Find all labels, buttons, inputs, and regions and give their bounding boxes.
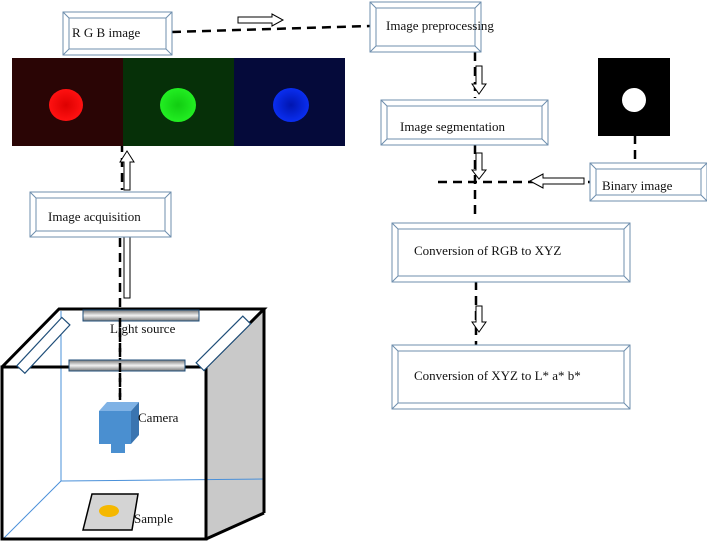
xyz-to-lab-label: Conversion of XYZ to L* a* b* bbox=[414, 368, 581, 383]
camera-icon bbox=[99, 402, 139, 453]
light-source-label: Light source bbox=[110, 321, 176, 336]
arrow-right-icon bbox=[237, 13, 285, 27]
binary-image-label: Binary image bbox=[602, 178, 673, 193]
arrow-up-icon bbox=[119, 150, 135, 191]
image-preprocessing-label: Image preprocessing bbox=[386, 18, 494, 33]
rgb-channel-images bbox=[12, 58, 345, 146]
process-boxes bbox=[29, 1, 707, 410]
light-bar-left bbox=[15, 316, 71, 375]
sample-label: Sample bbox=[134, 511, 173, 526]
camera-label: Camera bbox=[138, 410, 179, 425]
green-sample-spot bbox=[160, 88, 196, 122]
arrow-down-icon bbox=[471, 305, 487, 333]
chamber-side-wall bbox=[206, 309, 264, 540]
box-rgb-image bbox=[62, 11, 173, 56]
imaging-chamber bbox=[0, 307, 268, 541]
light-bar-back bbox=[82, 309, 200, 322]
box-image-segmentation bbox=[380, 99, 549, 146]
arrow-down-icon bbox=[471, 65, 487, 95]
image-segmentation-label: Image segmentation bbox=[400, 119, 506, 134]
box-rgb-to-xyz bbox=[391, 222, 631, 283]
image-acquisition-label: Image acquisition bbox=[48, 209, 141, 224]
box-image-acquisition bbox=[29, 191, 172, 238]
sample-dot bbox=[99, 505, 119, 517]
arrow-left-icon bbox=[528, 173, 585, 189]
blue-sample-spot bbox=[273, 88, 309, 122]
box-image-preprocessing bbox=[369, 1, 482, 53]
arrow-down-icon bbox=[470, 152, 488, 180]
light-bar-right bbox=[195, 315, 252, 372]
box-binary-image bbox=[589, 162, 707, 202]
light-bar-front bbox=[68, 359, 186, 372]
binary-sample-spot bbox=[622, 88, 646, 112]
arrows bbox=[119, 13, 585, 333]
box-xyz-to-lab bbox=[391, 344, 631, 410]
rgb-image-label: R G B image bbox=[72, 25, 141, 40]
red-sample-spot bbox=[49, 89, 83, 121]
connector-rgb-to-preprocessing bbox=[171, 24, 371, 34]
rgb-to-xyz-label: Conversion of RGB to XYZ bbox=[414, 243, 562, 258]
